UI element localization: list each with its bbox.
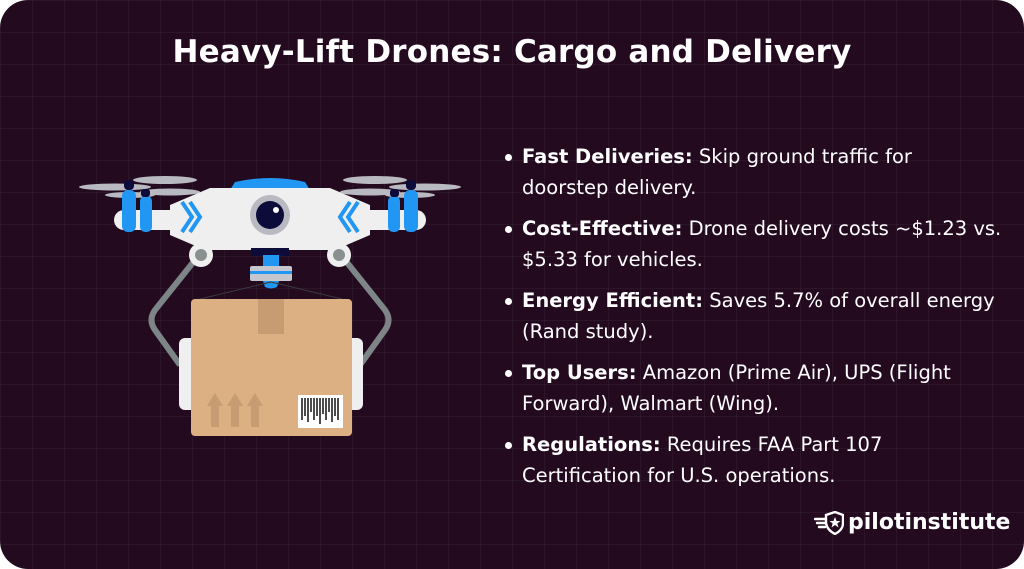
list-item: Energy Efficient: Saves 5.7% of overall … bbox=[502, 285, 1002, 347]
list-item: Cost-Effective: Drone delivery costs ~$1… bbox=[502, 213, 1002, 275]
shield-star-wings-icon bbox=[814, 510, 844, 535]
benefits-list: Fast Deliveries: Skip ground traffic for… bbox=[502, 141, 1002, 501]
page-title: Heavy-Lift Drones: Cargo and Delivery bbox=[172, 34, 852, 70]
list-item: Regulations: Requires FAA Part 107 Certi… bbox=[502, 429, 1002, 491]
list-item: Fast Deliveries: Skip ground traffic for… bbox=[502, 141, 1002, 203]
motor-icon bbox=[122, 190, 418, 232]
list-item: Top Users: Amazon (Prime Air), UPS (Flig… bbox=[502, 357, 1002, 419]
delivery-drone-illustration bbox=[79, 176, 461, 436]
this-side-up-arrows-icon bbox=[207, 393, 263, 427]
pilot-institute-logo: pilotinstitute bbox=[814, 510, 1010, 535]
